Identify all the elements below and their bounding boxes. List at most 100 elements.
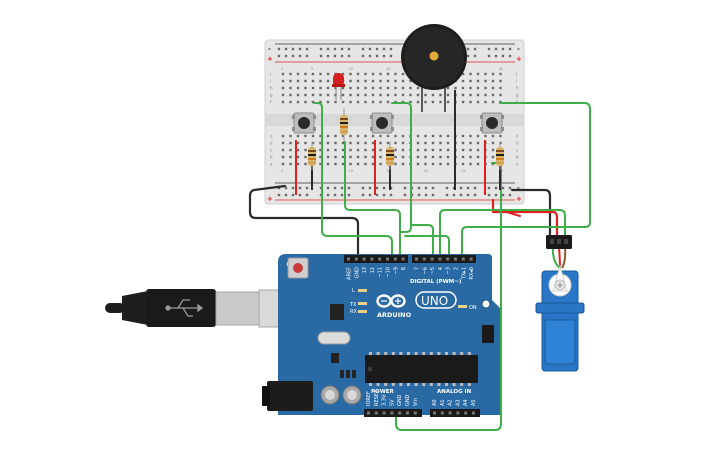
breadboard-hole (304, 162, 307, 166)
breadboard-hole (469, 100, 472, 104)
rail-hole (508, 193, 512, 197)
breadboard-hole (371, 148, 375, 152)
analog-header (430, 409, 480, 417)
wire-button-to-5v (404, 235, 450, 259)
breadboard-row-label: j (269, 72, 271, 77)
breadboard-hole (476, 162, 480, 166)
rail-hole (417, 193, 421, 197)
rail-hole (291, 186, 295, 190)
breadboard-hole (476, 134, 480, 138)
rail-hole (494, 47, 498, 51)
breadboard-hole (469, 155, 472, 159)
breadboard-hole (281, 72, 285, 76)
breadboard-hole (304, 86, 307, 90)
rail-hole (431, 186, 435, 190)
breadboard-hole (371, 155, 375, 159)
rail-hole (459, 186, 463, 190)
breadboard-hole (319, 79, 322, 83)
header-pin (422, 257, 426, 261)
breadboard-hole (379, 141, 382, 145)
power-pin-label: RESET (374, 389, 380, 406)
rail-hole (501, 193, 505, 197)
breadboard-hole (341, 155, 345, 159)
breadboard-hole (341, 100, 345, 104)
breadboard-hole (379, 155, 382, 159)
breadboard-hole (296, 148, 300, 152)
rail-hole (347, 54, 351, 58)
chip-pin (422, 383, 426, 386)
rail-hole (298, 54, 302, 58)
rail-hole (277, 47, 281, 51)
breadboard-hole (319, 134, 322, 138)
breadboard-hole (356, 86, 360, 90)
breadboard-hole (499, 93, 502, 97)
breadboard-hole (401, 79, 405, 83)
chip-pins-bottom (369, 383, 471, 386)
header-pin (430, 257, 434, 261)
breadboard-hole (416, 100, 420, 104)
rail-hole (326, 193, 330, 197)
rail-hole (291, 193, 295, 197)
pushbutton-2[interactable] (370, 112, 394, 134)
breadboard-hole (326, 93, 330, 97)
breadboard-hole (356, 79, 360, 83)
pushbutton-3[interactable] (480, 112, 504, 134)
breadboard-hole (319, 86, 322, 90)
breadboard-hole (379, 100, 382, 104)
breadboard-hole (401, 162, 405, 166)
rail-hole (424, 186, 428, 190)
pushbutton-1[interactable] (292, 112, 316, 134)
breadboard-red-jumpers (295, 140, 486, 195)
breadboard-hole (349, 86, 352, 90)
breadboard-hole (386, 100, 390, 104)
breadboard-hole (439, 155, 442, 159)
power-header-label: POWER (371, 389, 395, 395)
breadboard-hole (296, 100, 300, 104)
chip-pin (460, 352, 464, 355)
header-pin (464, 411, 468, 415)
breadboard-row-label: b (516, 155, 519, 160)
breadboard-hole (416, 162, 420, 166)
rail-hole (466, 193, 470, 197)
rail-hole (487, 193, 491, 197)
digital-pin-label: 13 (362, 267, 368, 273)
chip-pin (452, 383, 456, 386)
breadboard-row-label: a (270, 162, 273, 167)
breadboard-hole (401, 134, 405, 138)
breadboard-hole (364, 162, 367, 166)
breadboard-hole (296, 79, 300, 83)
breadboard-hole (326, 79, 330, 83)
breadboard-hole (416, 93, 420, 97)
breadboard-row-label: i (270, 79, 271, 84)
wire-buzzer (410, 224, 434, 259)
breadboard-hole (469, 162, 472, 166)
breadboard-hole (499, 134, 502, 138)
breadboard-hole (416, 155, 420, 159)
breadboard-hole (424, 155, 427, 159)
chip-pin (376, 352, 380, 355)
chip-pin (422, 352, 426, 355)
breadboard-hole (476, 148, 480, 152)
header-pin (456, 411, 460, 415)
rail-hole (473, 193, 477, 197)
rail-hole (389, 54, 393, 58)
breadboard-hole (469, 141, 472, 145)
breadboard-hole (379, 79, 382, 83)
breadboard-row-label: d (516, 141, 519, 146)
breadboard-hole (349, 93, 352, 97)
header-holes (347, 257, 475, 415)
reset-button[interactable] (287, 257, 309, 279)
breadboard-hole (424, 162, 427, 166)
rail-hole (501, 47, 505, 51)
led-tx-label: TX (349, 302, 357, 308)
wire-servo-signal (439, 209, 566, 259)
breadboard-hole (484, 86, 487, 90)
breadboard-column-label: 20 (424, 169, 429, 173)
header-pin (401, 257, 405, 261)
breadboard-hole (281, 79, 285, 83)
chip-pin (376, 383, 380, 386)
breadboard-hole (364, 79, 367, 83)
